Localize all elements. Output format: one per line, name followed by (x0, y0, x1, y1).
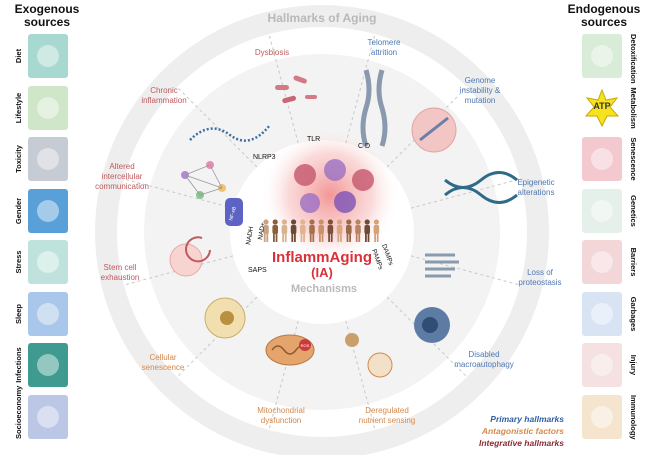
mechanisms-label: Mechanisms (291, 283, 357, 295)
lymph-node-icon (582, 394, 622, 439)
person-figure (364, 219, 370, 242)
sector-divider (410, 178, 521, 209)
nfkb-label: NF-κB (228, 205, 238, 221)
chromosome-icon (360, 69, 388, 147)
hallmark-label: Altered intercellular communication (95, 162, 149, 191)
nad-label: NAD+ (257, 222, 267, 241)
enzyme-icon (582, 34, 622, 78)
atp-text: ATP (593, 100, 611, 111)
immune-cells-icon (294, 159, 374, 213)
tlr-label: TLR (307, 136, 320, 143)
sector-divider (176, 86, 258, 168)
dna-strand-icon (582, 188, 622, 233)
center-title: InflammAging (272, 249, 372, 266)
bed-clock-icon (28, 291, 68, 336)
endogenous-title: Endogenous sources (567, 2, 641, 29)
person-figure (263, 219, 269, 242)
hallmark-label: Stem cell exhaustion (100, 263, 140, 282)
autophagy-cell-icon (414, 307, 450, 343)
person-figure (355, 219, 361, 242)
bacteria-icon (28, 343, 68, 387)
nutrient-sensing-icon (345, 333, 393, 378)
population-people-icon (263, 219, 380, 242)
nlrp3-label: NLRP3 (253, 154, 276, 161)
hallmark-label: Epigenetic alterations (517, 178, 555, 197)
ros-label: ROS (301, 343, 310, 348)
mitochondria-icon: ROS (265, 334, 315, 366)
hallmark-label: Mitochondrial dysfunction (257, 406, 305, 425)
pill-bottle-icon (28, 137, 68, 181)
center-glow (260, 125, 400, 265)
atp-icon: ATP (582, 85, 622, 130)
person-figure (373, 219, 380, 242)
hallmark-label: Loss of proteostasis (518, 268, 562, 287)
nadh-label: NADH (245, 226, 255, 246)
gender-symbol-icon (28, 188, 68, 233)
person-figure (336, 219, 343, 242)
cd-label: C D (358, 143, 370, 150)
exercise-bike-icon (28, 85, 68, 130)
tissue-barrier-icon (582, 240, 622, 284)
center-abbrev: (IA) (311, 265, 333, 280)
sector-divider (345, 33, 376, 144)
legend-antagonistic: Antagonistic factors (481, 426, 564, 436)
hallmarks-title: Hallmarks of Aging (268, 11, 377, 25)
hallmark-label: Telomere attrition (367, 38, 401, 57)
person-figure (272, 219, 278, 242)
dna-damage-icon (411, 107, 457, 153)
hallmark-label: Cellular senescence (141, 353, 185, 372)
sector-divider (123, 178, 234, 209)
cell-network-icon (181, 161, 226, 199)
hallmark-label: Dysbiosis (254, 48, 290, 57)
legend-primary: Primary hallmarks (490, 414, 564, 424)
radiation-icon (28, 240, 68, 284)
stem-cell-icon (169, 236, 211, 277)
nfkb-receptor-icon: NF-κB (225, 198, 243, 226)
inflammation-cytokine-icon (189, 124, 271, 142)
person-figure (281, 219, 288, 242)
microbiome-icon (275, 75, 317, 104)
saps-label: SAPS (248, 267, 267, 274)
protein-folding-icon (425, 253, 459, 278)
hallmark-label: Disabled macroautophagy (454, 350, 514, 369)
hallmark-label: Genome instability & mutation (459, 76, 501, 105)
exogenous-title: Exogenous sources (14, 2, 80, 29)
elderly-couple-icon (582, 137, 622, 181)
garbage-truck-icon (582, 291, 622, 336)
hallmark-label: Deregulated nutrient sensing (358, 406, 416, 425)
person-figure (290, 219, 297, 242)
hallmark-label: Chronic inflammation (141, 86, 187, 105)
vegetables-icon (28, 34, 68, 78)
person-figure (300, 219, 306, 242)
person-figure (309, 219, 315, 242)
legend-integrative: Integrative hallmarks (478, 438, 564, 448)
epigenetic-dna-icon (444, 171, 518, 204)
senescent-cell-icon (204, 297, 246, 339)
person-figure (318, 219, 324, 242)
person-figure (327, 219, 334, 242)
person-figure (346, 219, 352, 242)
gold-bars-icon (28, 394, 68, 439)
wound-icon (582, 343, 622, 387)
